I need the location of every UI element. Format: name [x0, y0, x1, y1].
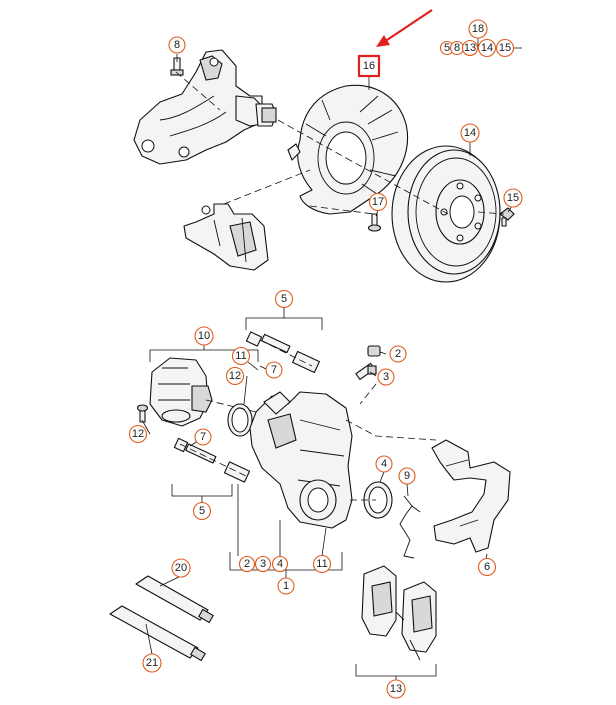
callout-11-top-label: 11 [235, 350, 246, 362]
callout-14[interactable]: 14 [460, 123, 480, 143]
callout-15-label: 15 [507, 192, 519, 204]
o-ring-12-inner [231, 407, 249, 433]
callout-5-bottom[interactable]: 5 [192, 501, 212, 521]
retaining-spring-9 [399, 495, 421, 559]
guide-bolt-top-a [245, 331, 291, 354]
callout-7-left-label: 7 [200, 431, 206, 443]
callout-3-top-label: 3 [383, 371, 389, 383]
callout-21-label: 21 [146, 657, 158, 669]
callout-11-top[interactable]: 11 [231, 346, 251, 366]
callout-18-sub-14[interactable]: 14 [477, 38, 497, 58]
axis-upper-1 [175, 71, 221, 111]
callout-5-top-label: 5 [281, 293, 287, 305]
callout-16-label: 16 [363, 60, 375, 72]
callout-18-sub-15[interactable]: 15 [495, 38, 515, 58]
callout-12-top[interactable]: 12 [225, 366, 245, 386]
callout-1-label: 1 [283, 580, 289, 592]
callout-11-bottom[interactable]: 11 [312, 554, 332, 574]
bleeder-valve-3 [355, 362, 377, 380]
callout-5-top[interactable]: 5 [274, 289, 294, 309]
axis-upper-2 [277, 119, 347, 159]
axis-lower-2 [179, 443, 247, 477]
axis-lower-1 [259, 339, 313, 367]
callout-20-label: 20 [175, 562, 187, 574]
callout-14-label: 14 [464, 127, 476, 139]
axis-lower-3 [205, 399, 257, 413]
callout-17[interactable]: 17 [368, 192, 388, 212]
callout-18-label: 18 [472, 23, 484, 35]
highlight-arrow [376, 9, 433, 47]
callout-12-left[interactable]: 12 [128, 424, 148, 444]
callout-18-sub-8-label: 8 [454, 42, 460, 54]
callout-11-bottom-label: 11 [316, 558, 327, 570]
callout-18-sub-8[interactable]: 8 [449, 40, 465, 56]
axis-upper-6 [477, 211, 505, 215]
callout-17-label: 17 [372, 196, 384, 208]
callout-10[interactable]: 10 [194, 326, 214, 346]
callout-18-sub-15-label: 15 [499, 42, 511, 54]
callout-2-top-label: 2 [395, 348, 401, 360]
callout-12-top-label: 12 [229, 370, 241, 382]
brake-dust-shield [287, 84, 408, 215]
brake-disc [391, 145, 501, 283]
caliper-overview [183, 203, 269, 271]
callout-6[interactable]: 6 [477, 557, 497, 577]
callout-9-label: 9 [404, 470, 410, 482]
callout-4-right-label: 4 [381, 458, 387, 470]
axis-lower-6 [359, 383, 377, 405]
callout-2-bottom[interactable]: 2 [238, 555, 256, 573]
callout-1[interactable]: 1 [277, 577, 295, 595]
brake-pad-inner [361, 565, 397, 637]
callout-2-bottom-label: 2 [244, 558, 250, 570]
callout-18[interactable]: 18 [468, 19, 488, 39]
callout-3-top[interactable]: 3 [377, 368, 395, 386]
callout-9[interactable]: 9 [398, 467, 416, 485]
piston-seal-4-inner [368, 486, 388, 514]
callout-4-bottom-label: 4 [277, 558, 283, 570]
screw-12-left [136, 404, 149, 423]
guide-sleeve-bottom [223, 461, 251, 483]
parking-brake-motor [149, 357, 213, 427]
leader-lines [141, 38, 522, 680]
axis-upper-3 [345, 157, 449, 215]
axis-lower-4 [345, 419, 437, 441]
callout-3-bottom[interactable]: 3 [254, 555, 272, 573]
wheel-bearing-housing [133, 49, 277, 165]
callout-20[interactable]: 20 [171, 558, 191, 578]
callout-8-top-label: 8 [174, 39, 180, 51]
guide-bolt-bottom-a [173, 437, 217, 464]
bolt-17 [367, 213, 382, 232]
callout-7-top-label: 7 [271, 364, 277, 376]
callout-4-right[interactable]: 4 [375, 455, 393, 473]
callout-3-bottom-label: 3 [260, 558, 266, 570]
bleeder-cap-2 [367, 345, 381, 357]
callout-4-bottom[interactable]: 4 [271, 555, 289, 573]
callout-10-label: 10 [198, 330, 210, 342]
callout-15[interactable]: 15 [503, 188, 523, 208]
callout-13-label: 13 [390, 683, 402, 695]
callout-2-top[interactable]: 2 [389, 345, 407, 363]
callout-21[interactable]: 21 [142, 653, 162, 673]
axis-upper-4 [223, 169, 311, 205]
callout-12-left-label: 12 [132, 428, 144, 440]
brake-pad-outer [395, 581, 437, 661]
grease-tube-20 [135, 575, 214, 624]
screw-15 [499, 207, 515, 227]
callout-7-top[interactable]: 7 [265, 361, 283, 379]
callout-18-sub-14-label: 14 [481, 42, 493, 54]
guide-sleeve-top [292, 350, 320, 374]
callout-13[interactable]: 13 [386, 679, 406, 699]
callout-8-top[interactable]: 8 [168, 36, 186, 54]
caliper-carrier [431, 439, 511, 553]
grease-tube-21 [109, 605, 206, 662]
callout-18-sub-5-label: 5 [444, 42, 450, 54]
callout-7-left[interactable]: 7 [194, 428, 212, 446]
callout-5-bottom-label: 5 [199, 505, 205, 517]
callout-16-highlighted[interactable]: 16 [357, 54, 381, 78]
callout-18-sub-13-label: 13 [464, 42, 476, 54]
callout-18-sub-13[interactable]: 13 [461, 39, 479, 57]
callout-6-label: 6 [484, 561, 490, 573]
caliper-housing [249, 391, 353, 529]
